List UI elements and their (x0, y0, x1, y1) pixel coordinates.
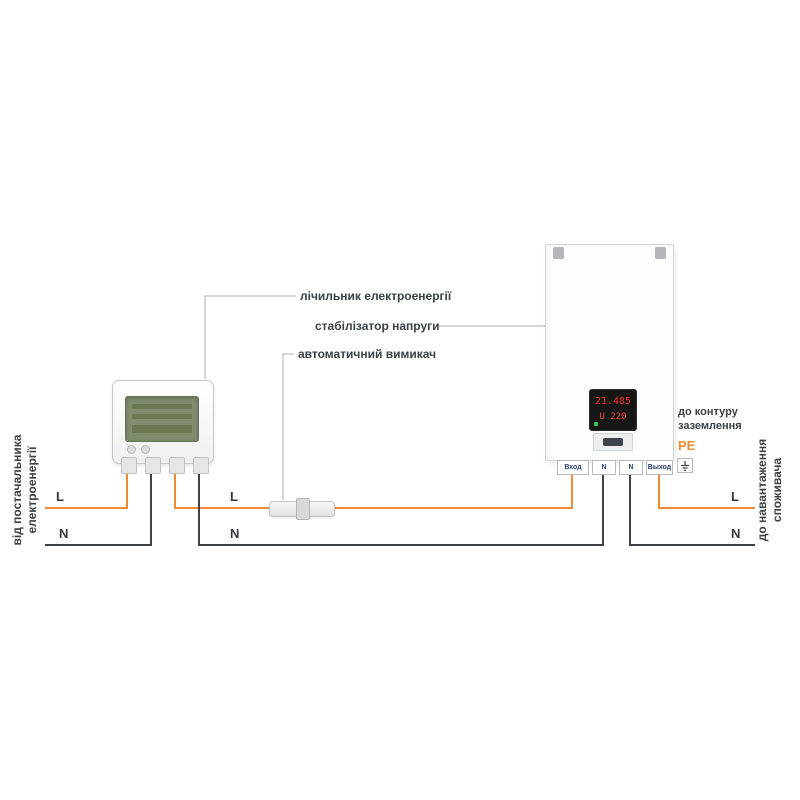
lcd-text-row (132, 404, 192, 409)
meter-button (141, 445, 150, 454)
stabilizer-button (603, 438, 623, 446)
meter-button (127, 445, 136, 454)
wire-label-n-supply: N (59, 526, 69, 541)
terminal-input: Вход (557, 460, 589, 475)
earth-ground-icon (681, 460, 689, 471)
meter-terminal-l-out (169, 457, 185, 474)
circuit-breaker (269, 498, 335, 520)
load-side-label-line1: до навантаження (755, 438, 769, 542)
supply-side-label-line2: електроенергії (25, 446, 39, 534)
terminal-n-out: N (619, 460, 643, 475)
stabilizer-display: 21.485 U 220 (589, 389, 637, 431)
load-side-label-line2: споживача (770, 457, 784, 523)
display-line1: 21.485 (594, 396, 632, 407)
stabilizer-callout-label: стабілізатор напруги (315, 319, 440, 333)
wire-label-l-mid: L (230, 489, 238, 504)
meter-callout-label: лічильник електроенергії (300, 289, 452, 303)
wire-label-n-load: N (731, 526, 741, 541)
supply-side-label-line1: від постачальника (10, 434, 24, 546)
voltage-stabilizer: 21.485 U 220 Вход N N Выход (545, 244, 674, 475)
lcd-text-row (132, 414, 192, 419)
mount-tab-left (553, 247, 564, 259)
wire-label-l-load: L (731, 489, 739, 504)
display-line2: U 220 (599, 412, 627, 422)
wire-label-l-supply: L (56, 489, 64, 504)
meter-terminal-l-in (121, 457, 137, 474)
terminal-n-in: N (592, 460, 616, 475)
terminal-output: Выход (646, 460, 673, 475)
wire-label-n-mid: N (230, 526, 240, 541)
breaker-clip (296, 498, 310, 520)
breaker-callout-label: автоматичний вимикач (298, 347, 437, 361)
display-led (594, 422, 598, 426)
meter-terminal-n-in (145, 457, 161, 474)
meter-terminal-n-out (193, 457, 209, 474)
load-side-label: до навантаження споживача (755, 405, 785, 575)
stabilizer-control-panel (593, 433, 633, 451)
electricity-meter (112, 380, 214, 474)
grounding-label-line2: заземлення (678, 420, 742, 432)
pe-label: PE (678, 438, 696, 453)
grounding-label-line1: до контуру (678, 406, 738, 418)
lcd-digits-row (132, 425, 192, 433)
meter-lcd-screen (125, 396, 199, 442)
supply-side-label: від постачальника електроенергії (10, 405, 40, 575)
breaker-leader-line (282, 353, 294, 500)
meter-leader-line (204, 295, 296, 379)
ground-terminal (677, 458, 693, 473)
mount-tab-right (655, 247, 666, 259)
